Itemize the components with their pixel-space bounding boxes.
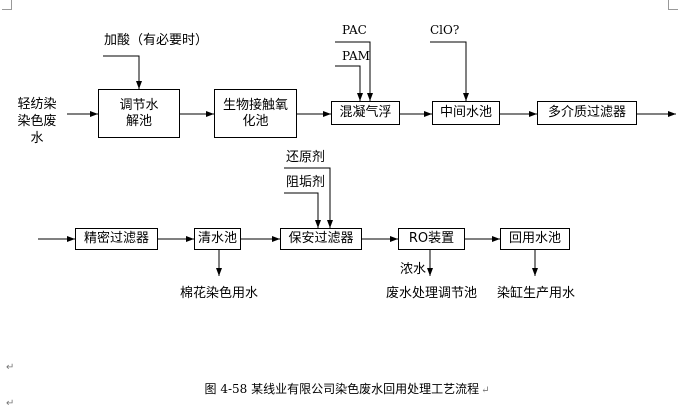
acid-label: 加酸（有必要时）	[104, 33, 209, 48]
box-label: 保安过滤器	[288, 231, 354, 246]
box-label: 生物接触氧化池	[222, 97, 288, 129]
scale-inhibitor-label: 阻垢剂	[286, 175, 326, 190]
arrow-acid-dosing	[103, 55, 142, 89]
margin-corner-mark-top-left	[2, 0, 12, 10]
box-precision-filter: 精密过滤器	[75, 228, 158, 250]
box-cartridge-filter: 保安过滤器	[280, 228, 362, 250]
box-label: 中间水池	[439, 105, 492, 120]
pac-label: PAC	[342, 23, 367, 37]
box-contact-oxidation-tank: 生物接触氧化池	[214, 89, 297, 138]
box-middle-tank: 中间水池	[432, 101, 500, 125]
box-label: 多介质过滤器	[547, 105, 626, 120]
concentrate-label: 浓水	[400, 262, 427, 277]
arrow-pac-dosing	[335, 41, 373, 101]
box-clear-water-tank: 清水池	[194, 228, 241, 250]
box-multimedia-filter: 多介质过滤器	[537, 101, 637, 125]
cotton-use-label: 棉花染色用水	[180, 286, 259, 301]
clo-label: ClO?	[430, 23, 460, 37]
dye-vat-water-label: 染缸生产用水	[497, 286, 576, 301]
paragraph-mark: ↵	[6, 398, 15, 409]
margin-corner-mark-top-right	[668, 0, 678, 10]
caption-paragraph-mark: ↵	[481, 385, 490, 396]
paragraph-mark: ↵	[6, 362, 15, 373]
box-hydrolysis-tank: 调节水解池	[98, 89, 180, 138]
arrow-inhibitor-dosing	[284, 192, 321, 228]
arrow-clo-dosing	[430, 41, 469, 101]
reductant-label: 还原剂	[286, 150, 326, 165]
box-label: 调节水解池	[119, 97, 159, 129]
box-reuse-water-tank: 回用水池	[500, 228, 570, 250]
box-label: 回用水池	[508, 231, 561, 246]
box-label: 精密过滤器	[83, 231, 149, 246]
box-coagulation-flotation: 混凝气浮	[331, 101, 400, 125]
box-label: 混凝气浮	[339, 105, 392, 120]
box-label: RO装置	[408, 231, 455, 246]
arrow-pam-dosing	[335, 65, 363, 101]
caption-text: 图 4-58 某线业有限公司染色废水回用处理工艺流程	[204, 382, 480, 396]
box-ro-unit: RO装置	[398, 228, 465, 250]
source-label: 轻纺染染色废水	[17, 97, 57, 146]
box-label: 清水池	[197, 231, 237, 246]
pam-label: PAM	[342, 49, 370, 63]
arrow-reductant-dosing	[284, 167, 333, 228]
wastewater-tank-label: 废水处理调节池	[386, 286, 478, 301]
figure-caption: 图 4-58 某线业有限公司染色废水回用处理工艺流程↵	[0, 380, 694, 397]
